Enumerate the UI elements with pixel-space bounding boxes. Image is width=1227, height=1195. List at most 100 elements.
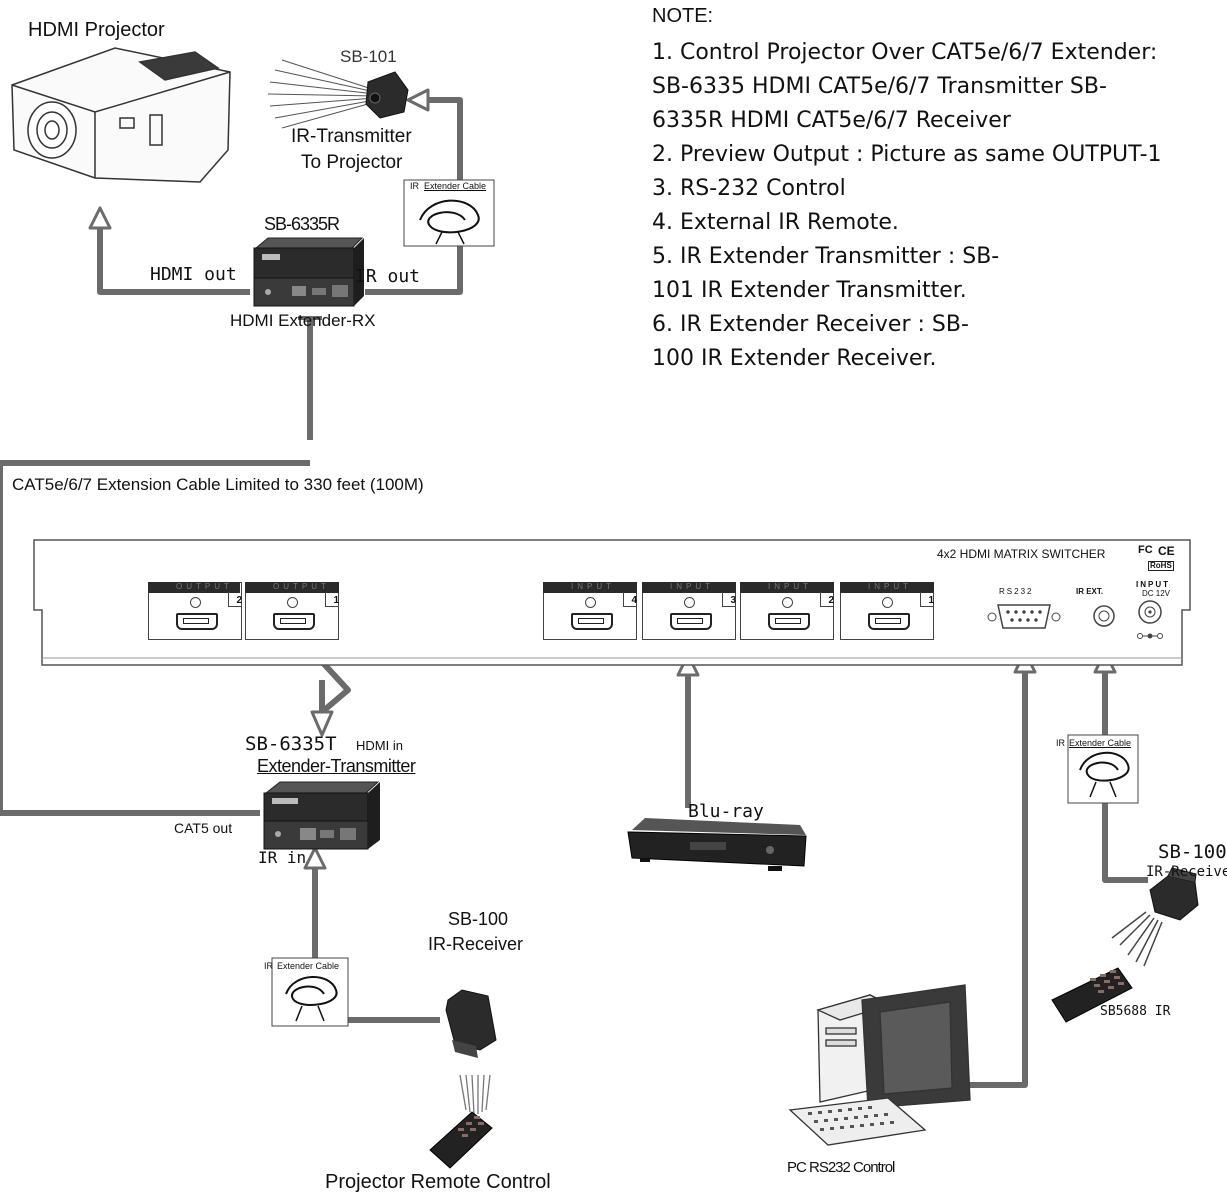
port-number: 1 <box>333 595 339 606</box>
ir-beam-lines-left <box>459 1074 491 1115</box>
hdmi-out-cable <box>97 218 250 295</box>
port-number-box <box>722 592 736 607</box>
hdmi-port: INPUT 4 <box>543 582 637 640</box>
port-label: OUTPUT <box>273 582 330 591</box>
hdmi-in-label: HDMI in <box>356 738 403 753</box>
projector-title: HDMI Projector <box>28 19 165 41</box>
ir-cable-label-right: Extender Cable <box>1069 738 1132 748</box>
port-number: 2 <box>236 595 242 606</box>
note-line: 5. IR Extender Transmitter : SB- <box>652 244 1000 269</box>
bluray-label: Blu-ray <box>688 801 764 822</box>
ir-in-arrow <box>303 846 327 870</box>
sb100-right-model: SB-100 <box>1158 841 1227 863</box>
note-line: 4. External IR Remote. <box>652 210 899 235</box>
port-number-box <box>228 592 242 607</box>
hdmi-port: INPUT 2 <box>740 582 834 640</box>
ir-extender-cable-box-left <box>271 957 349 1027</box>
hdmi-socket <box>670 613 712 630</box>
sb6335t-model: SB-6335T <box>245 733 337 755</box>
ir-extender-cable-box-top <box>403 179 495 247</box>
output1-arrow <box>310 710 334 737</box>
ir-cable-prefix-left: IR <box>264 961 273 971</box>
rs232-cable <box>950 668 1028 1088</box>
ir-beam-lines-right <box>1111 911 1163 967</box>
note-line: 101 IR Extender Transmitter. <box>652 278 967 303</box>
port-number: 4 <box>631 595 637 606</box>
note-line: SB-6335 HDMI CAT5e/6/7 Transmitter SB- <box>652 74 1107 99</box>
port-header: INPUT <box>840 582 934 593</box>
bluray-player <box>627 818 807 871</box>
dc-power-jack <box>1137 600 1163 639</box>
sb6335r-receiver-device <box>253 237 364 307</box>
port-label: OUTPUT <box>176 582 233 591</box>
ir-ext-jack <box>1093 605 1115 627</box>
port-number-box <box>325 592 339 607</box>
port-number-box <box>623 592 637 607</box>
rs232-label: RS232 <box>999 587 1034 596</box>
port-led <box>190 597 201 608</box>
ir-out-label: IR out <box>355 266 421 287</box>
ir-cable-label-top: Extender Cable <box>424 181 487 191</box>
port-label: INPUT <box>571 582 615 591</box>
port-label: INPUT <box>768 582 812 591</box>
port-number: 3 <box>730 595 736 606</box>
ir-beam-lines <box>267 59 376 129</box>
hdmi-port: INPUT 3 <box>642 582 736 640</box>
sb100-receiver-right <box>1111 867 1199 967</box>
pc-caption: PC RS232 Control <box>787 1159 895 1176</box>
port-header: OUTPUT <box>148 582 240 593</box>
port-header: OUTPUT <box>245 582 339 593</box>
port-led <box>782 597 793 608</box>
ir-cable-prefix-right: IR <box>1056 738 1065 748</box>
matrix-title: 4x2 HDMI MATRIX SWITCHER <box>937 547 1106 561</box>
cat5-out-label: CAT5 out <box>174 820 233 836</box>
power-input-label: INPUT <box>1136 580 1170 589</box>
hdmi-out-label: HDMI out <box>150 264 237 285</box>
port-led <box>882 597 893 608</box>
ir-cable-prefix-top: IR <box>410 181 419 191</box>
port-label: INPUT <box>868 582 912 591</box>
fc-mark: FC <box>1138 544 1153 556</box>
port-number: 2 <box>828 595 834 606</box>
hdmi-socket <box>571 613 613 630</box>
hdmi-extender-rx-caption: HDMI Extender-RX <box>230 311 376 330</box>
remote-control-left <box>429 1111 493 1169</box>
port-led <box>287 597 298 608</box>
port-header: INPUT <box>543 582 637 593</box>
hdmi-out-arrow <box>88 206 112 230</box>
port-number: 1 <box>928 595 934 606</box>
sb100-right-label: IR-Receiver <box>1146 864 1227 880</box>
port-number-box <box>820 592 834 607</box>
hdmi-socket <box>273 613 315 630</box>
hdmi-socket <box>768 613 810 630</box>
remote-right-caption: SB5688 IR <box>1100 1004 1171 1019</box>
rs232-connector <box>987 604 1061 629</box>
extender-transmitter-caption: Extender-Transmitter <box>257 756 416 776</box>
port-label: INPUT <box>670 582 714 591</box>
note-line: 2. Preview Output : Picture as same OUTP… <box>652 142 1162 167</box>
remote-left-caption: Projector Remote Control <box>325 1171 551 1193</box>
ir-ext-label: IR EXT. <box>1076 587 1104 596</box>
sb100-left-model: SB-100 <box>448 909 509 929</box>
cat-cable-label: CAT5e/6/7 Extension Cable Limited to 330… <box>12 475 424 494</box>
sb101-label-line1: IR-Transmitter <box>291 126 412 147</box>
sb101-ir-transmitter <box>267 59 409 129</box>
hdmi-socket <box>868 613 910 630</box>
port-number-box <box>920 592 934 607</box>
sb101-model-label: SB-101 <box>340 47 397 66</box>
ir-cable-label-left: Extender Cable <box>277 961 340 971</box>
ce-mark: CE <box>1158 544 1175 558</box>
note-line: 100 IR Extender Receiver. <box>652 346 937 371</box>
ir-out-arrow <box>406 88 430 112</box>
port-header: INPUT <box>642 582 736 593</box>
port-led <box>585 597 596 608</box>
port-led <box>684 597 695 608</box>
sb6335t-transmitter-device <box>263 781 380 850</box>
ir-in-label: IR in <box>258 848 307 867</box>
note-line: 6335R HDMI CAT5e/6/7 Receiver <box>652 108 1011 133</box>
ir-extender-cable-box-right <box>1067 734 1139 804</box>
sb100-left-label: IR-Receiver <box>428 934 524 954</box>
port-header: INPUT <box>740 582 834 593</box>
